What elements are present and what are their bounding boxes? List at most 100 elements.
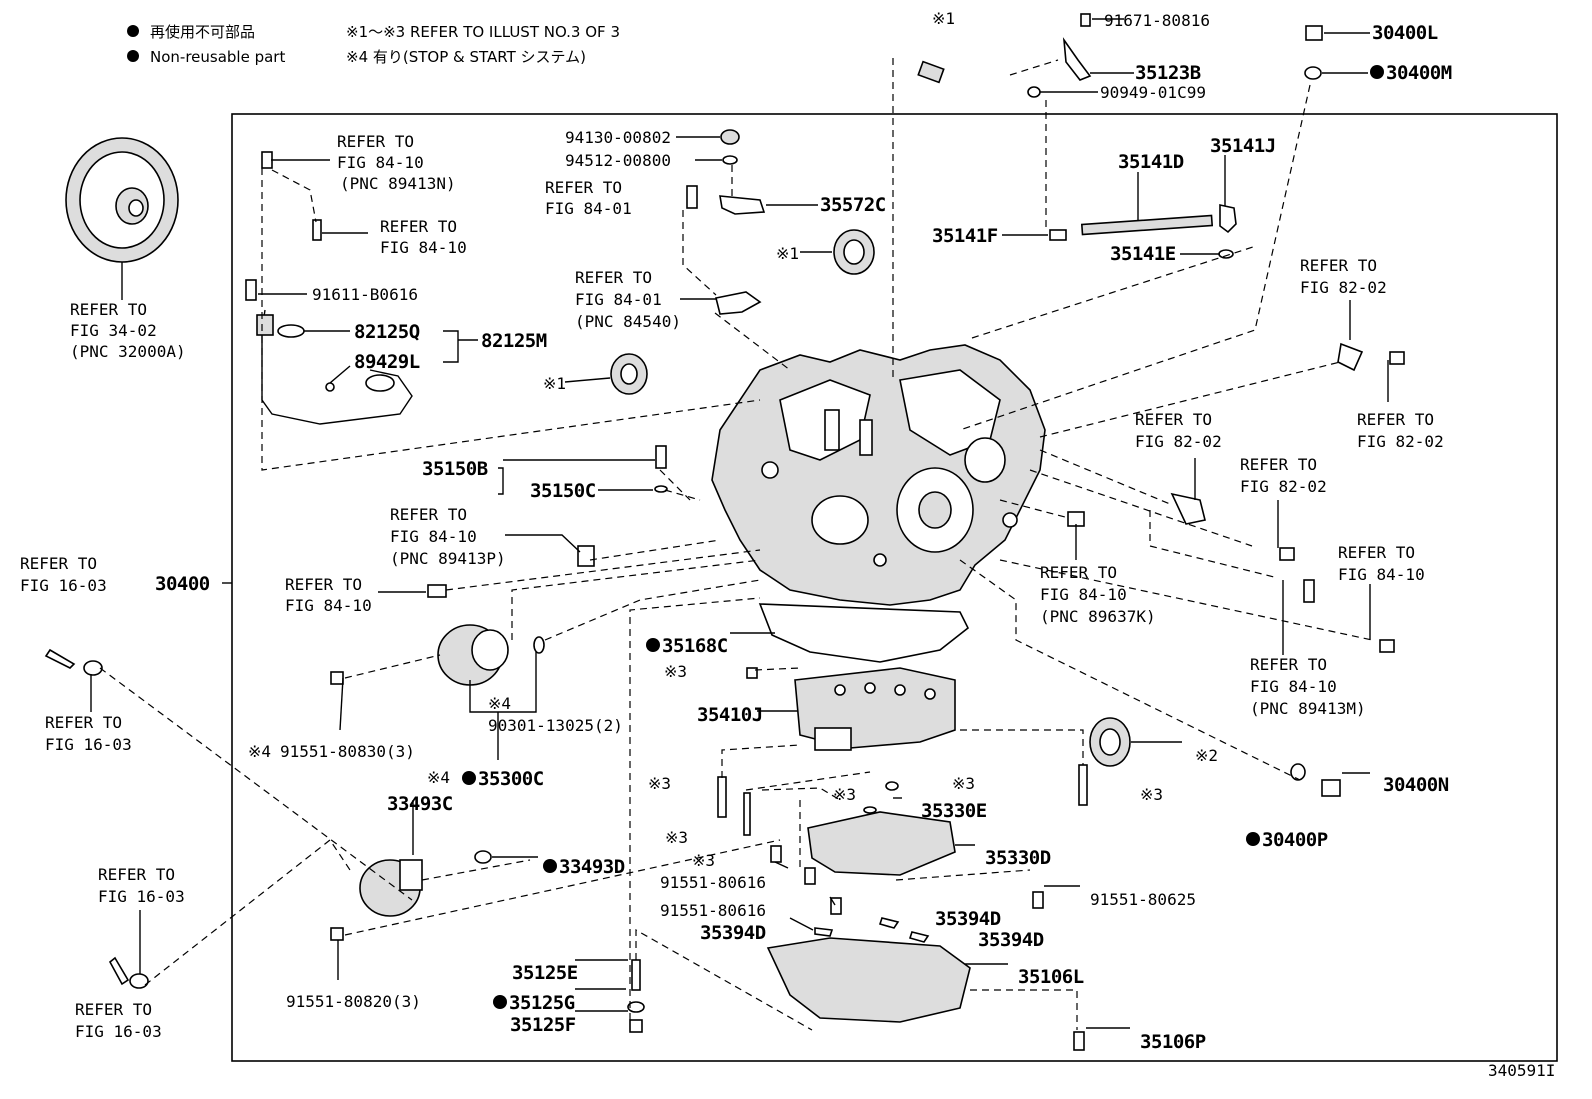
part-label: 35300C: [478, 768, 544, 790]
non-reusable-bullet-icon: [127, 25, 139, 37]
mark-note: ※3: [952, 774, 975, 793]
legend-note-1: ※1～※3 REFER TO ILLUST NO.3 OF 3: [346, 23, 620, 41]
assembly-frame: [231, 113, 1558, 1062]
non-reusable-bullet-icon: [462, 771, 476, 785]
part-label: 35106L: [1018, 966, 1084, 988]
ref-label: FIG 84-10: [337, 153, 424, 172]
part-label: 35125G: [509, 992, 575, 1014]
part-label: 35125E: [512, 962, 578, 984]
part-label: 35106P: [1140, 1031, 1206, 1053]
ref-label: FIG 84-10: [1040, 585, 1127, 604]
part-label: 35410J: [697, 704, 763, 726]
part-label: 35330E: [921, 800, 987, 822]
mark-note: ※4: [488, 694, 511, 713]
lever-84540-part: [715, 291, 762, 315]
ref-label: REFER TO: [380, 217, 457, 236]
non-reusable-bullet-icon: [646, 638, 660, 652]
part-label: 33493C: [387, 793, 453, 815]
non-reusable-bullet-icon: [493, 995, 507, 1009]
mark-note: ※3: [648, 774, 671, 793]
ref-label: REFER TO: [45, 713, 122, 732]
part-label: 89429L: [354, 351, 420, 373]
part-label: 91551-80616: [660, 873, 766, 892]
bracket-35123B-part: [1062, 37, 1092, 81]
ref-label: REFER TO: [75, 1000, 152, 1019]
part-label: 35394D: [935, 908, 1001, 930]
part-label: 35394D: [700, 922, 766, 944]
transaxle-case-part: [711, 344, 1046, 606]
part-label: 94512-00800: [565, 151, 671, 170]
part-label: 33493D: [559, 856, 625, 878]
mark-note: ※4: [427, 768, 450, 787]
sensor-harness-part: [245, 151, 413, 425]
ref-label: (PNC 89413N): [340, 174, 456, 193]
part-label: 35141J: [1210, 135, 1276, 157]
non-reusable-bullet-icon: [1246, 832, 1260, 846]
legend-note-2: ※4 有り(STOP & START システム): [346, 48, 586, 66]
ref-label: REFER TO: [337, 132, 414, 151]
legend-jp: 再使用不可部品: [150, 23, 255, 41]
shaft-35141D-part: [1049, 204, 1237, 259]
solenoid-33493C-part: [359, 850, 492, 917]
torque-converter-part: [65, 137, 179, 300]
part-label: 94130-00802: [565, 128, 671, 147]
seal-part: [610, 353, 648, 395]
part-label: 35150C: [530, 480, 596, 502]
ref-torque-1: REFER TO: [70, 300, 147, 319]
ref-label: REFER TO: [1135, 410, 1212, 429]
ref-label: (PNC 89413P): [390, 549, 506, 568]
mark-note: ※3: [1140, 785, 1163, 804]
non-reusable-bullet-icon: [127, 50, 139, 62]
ref-label: (PNC 89637K): [1040, 607, 1156, 626]
ref-label: FIG 82-02: [1135, 432, 1222, 451]
part-label: 35150B: [422, 458, 488, 480]
ref-label: (PNC 84540): [575, 312, 681, 331]
ref-torque-2: FIG 34-02: [70, 321, 157, 340]
mark-note: ※1: [776, 244, 799, 263]
seal-part: [833, 229, 875, 275]
part-label: 30400L: [1372, 22, 1438, 44]
gasket-35168C-part: [758, 603, 970, 663]
part-label: 82125M: [481, 330, 547, 352]
mark-note: ※3: [664, 662, 687, 681]
ref-label: FIG 16-03: [20, 576, 107, 595]
ref-label: FIG 82-02: [1240, 477, 1327, 496]
ref-label: FIG 16-03: [98, 887, 185, 906]
ref-label: REFER TO: [1040, 563, 1117, 582]
ref-label: REFER TO: [390, 505, 467, 524]
part-label: 90949-01C99: [1100, 83, 1206, 102]
ref-label: FIG 84-10: [1250, 677, 1337, 696]
mark-note: ※3: [833, 785, 856, 804]
ref-label: FIG 16-03: [75, 1022, 162, 1041]
seal-part: [1089, 717, 1131, 767]
ref-label: REFER TO: [20, 554, 97, 573]
ref-label: FIG 84-01: [545, 199, 632, 218]
strainer-35330D-part: [807, 811, 956, 876]
part-label: 35125F: [510, 1014, 576, 1036]
part-label: 35141D: [1118, 151, 1184, 173]
mark-note: ※3: [665, 828, 688, 847]
oil-pan-35106L-part: [766, 937, 971, 1023]
ref-label: FIG 16-03: [45, 735, 132, 754]
mark-note: ※4: [248, 742, 271, 761]
ref-label: REFER TO: [1250, 655, 1327, 674]
mark-note: ※1: [932, 9, 955, 28]
ref-label: REFER TO: [575, 268, 652, 287]
part-label: 91551-80830(3): [280, 742, 415, 761]
ref-label: REFER TO: [285, 575, 362, 594]
ref-label: (PNC 89413M): [1250, 699, 1366, 718]
valve-body-35410J-part: [794, 667, 956, 751]
ref-label: FIG 84-10: [380, 238, 467, 257]
ref-label: REFER TO: [1300, 256, 1377, 275]
part-label: 91671-80816: [1104, 11, 1210, 30]
bolt-part: [44, 13, 1405, 1051]
assembly-dashed-lines: [99, 58, 1373, 1031]
part-label: 35394D: [978, 929, 1044, 951]
pump-35300C-part: [437, 624, 545, 686]
leader-lines: [90, 18, 1389, 1029]
ref-label: FIG 82-02: [1357, 432, 1444, 451]
ref-label: FIG 84-10: [390, 527, 477, 546]
part-label: 35330D: [985, 847, 1051, 869]
legend-en: Non-reusable part: [150, 48, 285, 66]
